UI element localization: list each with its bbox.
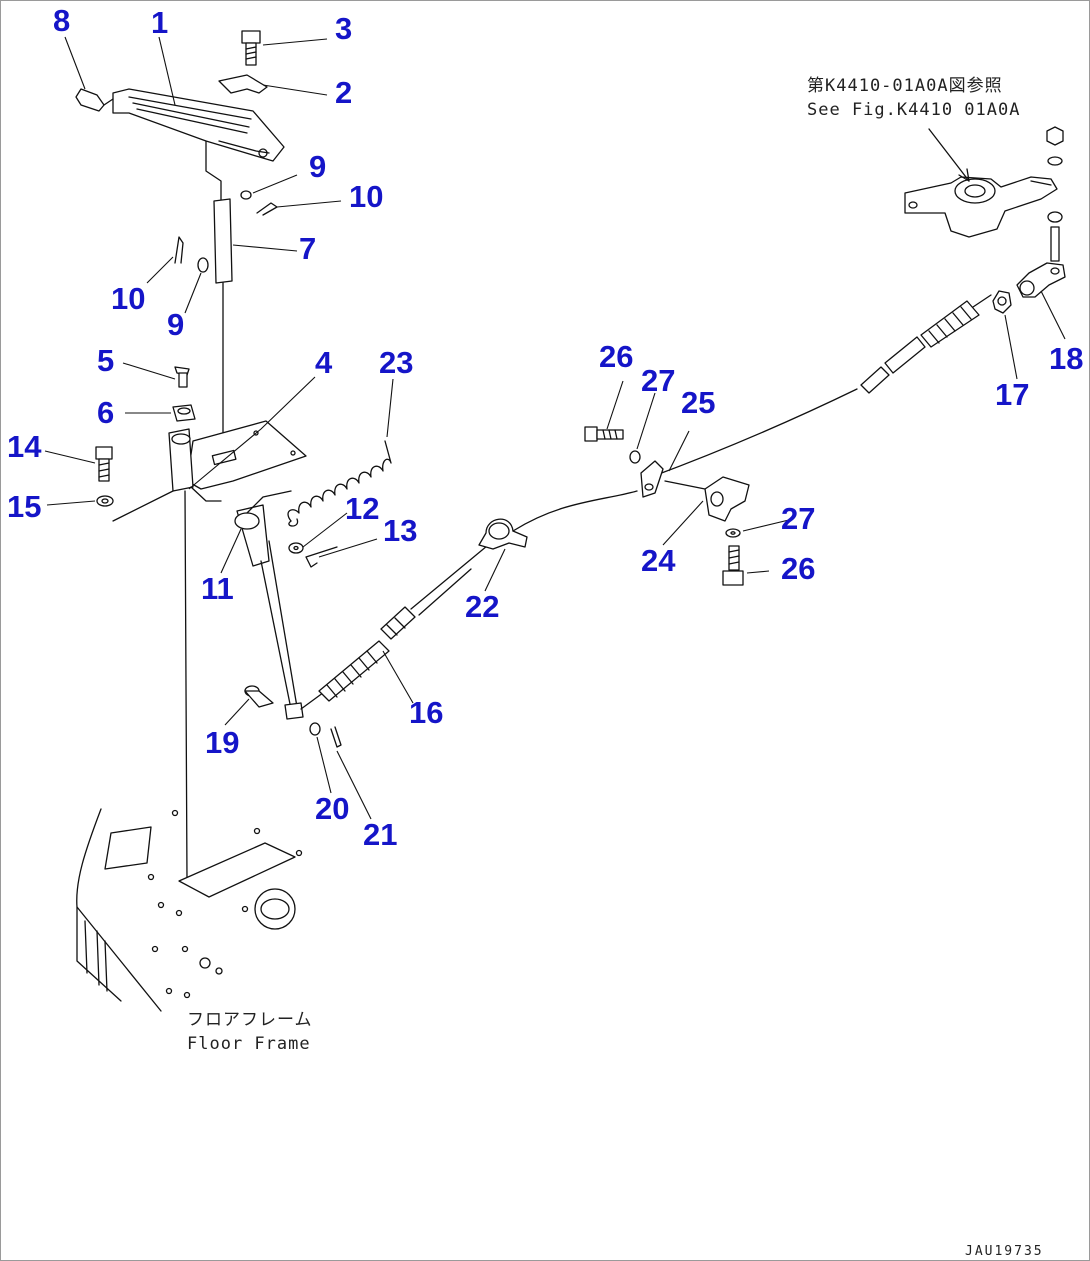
cotter-pin-part-21	[330, 726, 342, 748]
callout-23: 23	[379, 345, 413, 380]
callout-26-upper: 26	[599, 339, 633, 374]
clamp-part	[478, 518, 528, 550]
callout-1: 1	[151, 5, 168, 40]
bolt-part-26-lower	[722, 545, 744, 586]
callout-19: 19	[205, 725, 239, 760]
screw-part-5	[174, 366, 190, 388]
callout-27-upper: 27	[641, 363, 675, 398]
callout-7: 7	[299, 231, 316, 266]
callout-24: 24	[641, 543, 676, 578]
floor-frame-label-jp: フロアフレーム	[187, 1010, 313, 1030]
callout-22: 22	[465, 589, 499, 624]
floor-frame	[76, 808, 303, 1012]
callout-12: 12	[345, 491, 379, 526]
callout-11: 11	[201, 571, 234, 606]
referenced-lever-assembly	[904, 126, 1064, 238]
bolt-part-14	[95, 446, 113, 482]
spring-part	[287, 440, 392, 527]
rod-part	[213, 198, 233, 442]
callout-9-upper: 9	[309, 149, 326, 184]
callout-2: 2	[335, 75, 352, 110]
callout-21: 21	[363, 817, 397, 852]
callout-27-lower: 27	[781, 501, 815, 536]
nut-part-17	[992, 290, 1012, 314]
washer-part-12	[288, 542, 304, 554]
rod-end-part-18	[1016, 211, 1066, 298]
bolt-part-3	[241, 30, 261, 66]
callout-18: 18	[1049, 341, 1083, 376]
callout-5: 5	[97, 343, 114, 378]
clip-part-25	[640, 460, 664, 498]
leader-lines	[44, 36, 1066, 820]
callout-20: 20	[315, 791, 349, 826]
callout-10-lower: 10	[111, 281, 145, 316]
bracket-part	[168, 420, 307, 502]
callout-labels: 1 3 8 2 9 10 7 10 9 4 23 5 6 14 15 12 13…	[7, 3, 1083, 852]
washer-part-20	[309, 722, 321, 736]
cotter-pin-part-10	[174, 202, 278, 264]
cable-part	[300, 540, 494, 710]
callout-10-upper: 10	[349, 179, 383, 214]
pin-part-19	[244, 685, 274, 708]
washer-part-9	[197, 190, 252, 273]
cable-run-lower	[512, 490, 638, 532]
washer-part-27-lower	[725, 528, 741, 538]
callout-17: 17	[995, 377, 1029, 412]
bolt-part-26-upper	[584, 426, 624, 442]
callout-16: 16	[409, 695, 443, 730]
reference-note-en: See Fig.K4410 01A0A	[807, 100, 1020, 120]
washer-part-27-upper	[629, 450, 641, 464]
bracket-part-24	[664, 476, 750, 522]
callout-8: 8	[53, 3, 70, 38]
reference-note: 第K4410-01A0A図参照 See Fig.K4410 01A0A	[807, 76, 1020, 120]
callout-26-lower: 26	[781, 551, 815, 586]
callout-13: 13	[383, 513, 417, 548]
plate-part	[218, 74, 268, 94]
link-rod	[184, 490, 188, 882]
callout-25: 25	[681, 385, 715, 420]
cotter-pin-part-13	[305, 546, 338, 568]
lever-part	[234, 490, 304, 720]
callout-4: 4	[315, 345, 333, 380]
callout-9-lower: 9	[167, 307, 184, 342]
pedal-part	[112, 88, 285, 202]
callout-15: 15	[7, 489, 41, 524]
clip-part-6	[172, 404, 196, 422]
cable-run-upper	[650, 388, 858, 478]
callout-14: 14	[7, 429, 42, 464]
washer-part-15	[96, 490, 174, 522]
callout-3: 3	[335, 11, 352, 46]
cable-end-part	[860, 294, 992, 394]
pedal-stopper-part	[75, 88, 114, 112]
floor-frame-label-en: Floor Frame	[187, 1034, 311, 1054]
drawing-code: JAU19735	[965, 1244, 1044, 1259]
floor-frame-label: フロアフレーム Floor Frame	[187, 1010, 313, 1054]
callout-6: 6	[97, 395, 114, 430]
reference-note-jp: 第K4410-01A0A図参照	[807, 76, 1003, 96]
